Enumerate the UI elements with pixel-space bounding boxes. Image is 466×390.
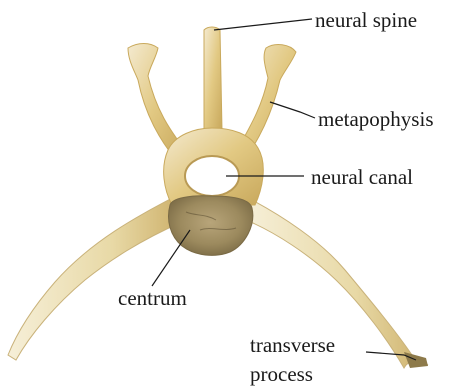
label-neural-spine: neural spine [315,8,417,32]
label-transverse-process-line2: process [250,362,313,386]
vertebra-bone [8,27,428,368]
neural-spine-leader [214,19,312,30]
label-transverse-process-line1: transverse [250,333,335,357]
centrum-bone [169,196,253,256]
left-transverse-process [8,196,182,360]
label-neural-canal: neural canal [311,165,413,189]
label-metapophysis: metapophysis [318,107,434,131]
label-centrum: centrum [118,286,187,310]
centrum-leader [152,230,190,286]
neural-spine-bone [204,27,222,130]
metapophysis-leader [270,102,315,118]
